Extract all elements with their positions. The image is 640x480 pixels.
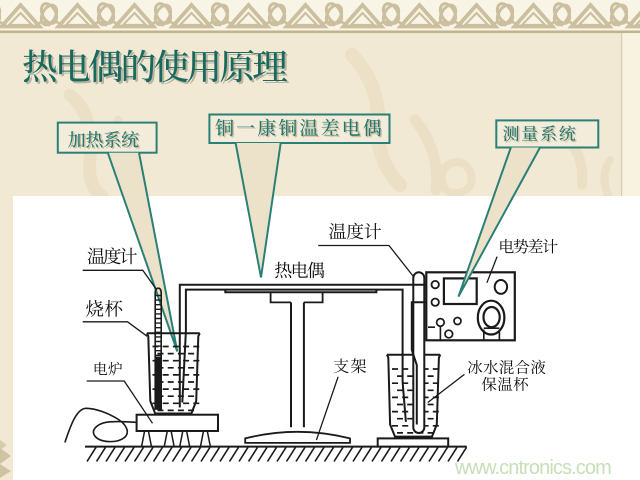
svg-text:www.cntronics.com: www.cntronics.com bbox=[454, 457, 611, 479]
